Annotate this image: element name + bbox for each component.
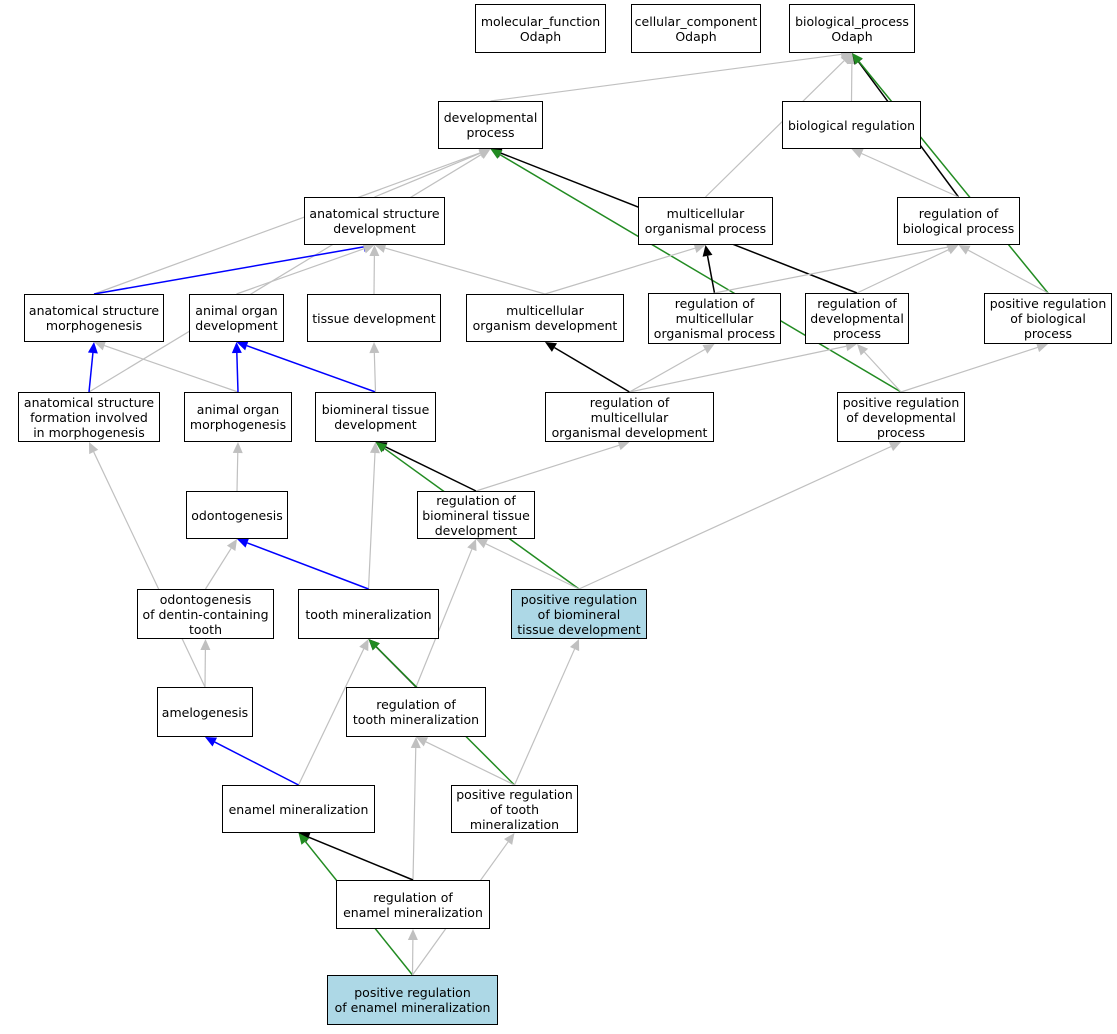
node-enamel-mineralization[interactable]: enamel mineralization xyxy=(222,785,375,833)
edge-prdp-rdp xyxy=(864,352,901,392)
edge-btd-aod xyxy=(247,346,376,392)
node-molecular-function[interactable]: molecular_function Odaph xyxy=(475,4,606,53)
arrowhead-odo-aom xyxy=(233,442,243,453)
node-developmental-process[interactable]: developmental process xyxy=(438,101,543,149)
edge-mod-mop xyxy=(545,248,695,294)
node-animal-organ-morphogenesis[interactable]: animal organ morphogenesis xyxy=(184,392,292,442)
node-cellular-component[interactable]: cellular_component Odaph xyxy=(631,4,761,53)
node-positive-regulation-of-tooth-mineralization[interactable]: positive regulation of tooth mineralizat… xyxy=(451,785,578,833)
node-multicellular-organismal-process[interactable]: multicellular organismal process xyxy=(638,197,773,245)
node-regulation-of-biomineral-tissue-development[interactable]: regulation of biomineral tissue developm… xyxy=(417,491,535,539)
edge-asd-dev xyxy=(375,153,481,197)
arrowhead-rmod-mod xyxy=(545,342,557,352)
edge-aom-asm xyxy=(104,346,238,392)
edge-rmod-rdp xyxy=(630,346,847,392)
edge-rem-rtm xyxy=(413,748,416,880)
node-odontogenesis-of-dentin-containing-tooth[interactable]: odontogenesis of dentin-containing tooth xyxy=(137,589,274,639)
node-positive-regulation-of-developmental-process[interactable]: positive regulation of developmental pro… xyxy=(837,392,965,442)
edge-tm-btd xyxy=(369,453,375,589)
edge-aod-asd xyxy=(237,249,365,294)
edge-em-amel xyxy=(215,742,299,785)
node-anatomical-structure-morphogenesis[interactable]: anatomical structure morphogenesis xyxy=(24,294,164,342)
arrowhead-rmop-mop xyxy=(703,245,713,257)
arrowhead-amel-odc xyxy=(200,639,210,650)
edge-btd-td xyxy=(374,353,375,392)
node-regulation-of-multicellular-organismal-development[interactable]: regulation of multicellular organismal d… xyxy=(545,392,714,442)
arrowhead-tm-odo xyxy=(237,538,249,547)
node-biological-regulation[interactable]: biological regulation xyxy=(782,101,921,149)
arrowhead-asf-dev xyxy=(479,149,491,159)
edge-amel-asf xyxy=(94,452,205,687)
node-odontogenesis[interactable]: odontogenesis xyxy=(186,491,288,539)
edge-rem-em xyxy=(309,837,413,880)
edge-prtm-rtm xyxy=(426,742,515,785)
node-tooth-mineralization[interactable]: tooth mineralization xyxy=(298,589,439,639)
edge-prbp-bp xyxy=(859,62,1048,293)
node-positive-regulation-of-biological-process[interactable]: positive regulation of biological proces… xyxy=(984,293,1112,344)
node-biological-process[interactable]: biological_process Odaph xyxy=(789,4,915,53)
edge-rmod-mod xyxy=(554,348,629,392)
edge-tm-odo xyxy=(247,543,368,589)
node-regulation-of-developmental-process[interactable]: regulation of developmental process xyxy=(805,293,909,344)
node-animal-organ-development[interactable]: animal organ development xyxy=(189,294,284,342)
edge-rbtd-rmod xyxy=(476,445,619,491)
edge-prtm-prbtd xyxy=(515,649,575,785)
arrowhead-odc-odo xyxy=(227,539,237,551)
node-anatomical-structure-formation[interactable]: anatomical structure formation involved … xyxy=(18,392,160,442)
node-positive-regulation-of-biomineral-tissue-development[interactable]: positive regulation of biomineral tissue… xyxy=(511,589,647,639)
node-regulation-of-enamel-mineralization[interactable]: regulation of enamel mineralization xyxy=(336,880,490,929)
edge-prbtd-prdp xyxy=(579,447,891,589)
edge-asm-asd xyxy=(94,247,364,294)
edge-rmod-rmop xyxy=(630,349,705,392)
edge-odc-odo xyxy=(206,548,232,589)
edge-prdp-dev xyxy=(500,155,901,392)
arrowhead-btd-td xyxy=(369,342,379,353)
node-regulation-of-tooth-mineralization[interactable]: regulation of tooth mineralization xyxy=(346,687,486,737)
arrowhead-prdp-dev xyxy=(491,149,503,159)
node-amelogenesis[interactable]: amelogenesis xyxy=(157,687,253,737)
node-multicellular-organism-development[interactable]: multicellular organism development xyxy=(466,294,624,342)
arrowhead-prbp-rbp xyxy=(959,245,971,255)
arrowhead-prem-rem xyxy=(408,929,418,940)
edge-prbp-rbp xyxy=(968,250,1048,293)
edge-dev-bp xyxy=(491,54,842,101)
edge-prbtd-rbtd xyxy=(486,544,579,589)
node-anatomical-structure-development[interactable]: anatomical structure development xyxy=(304,197,445,245)
edge-mod-asd xyxy=(385,248,545,294)
edge-odo-aom xyxy=(237,453,238,491)
arrowhead-rbtd-rmod xyxy=(618,441,630,451)
node-biomineral-tissue-development[interactable]: biomineral tissue development xyxy=(315,392,436,442)
node-regulation-of-multicellular-organismal-process[interactable]: regulation of multicellular organismal p… xyxy=(648,293,781,344)
edge-asf-dev xyxy=(89,155,481,392)
arrowhead-prdp-prbp xyxy=(1036,343,1048,353)
arrowhead-prem-prtm xyxy=(504,833,514,845)
edge-rbp-breg xyxy=(862,154,959,197)
node-regulation-of-biological-process[interactable]: regulation of biological process xyxy=(897,197,1020,245)
node-positive-regulation-of-enamel-mineralization[interactable]: positive regulation of enamel mineraliza… xyxy=(327,975,498,1025)
edge-prdp-prbp xyxy=(901,347,1038,392)
edge-rbtd-btd xyxy=(385,447,476,491)
edge-aom-aod xyxy=(237,353,238,392)
arrowhead-rmod-rmop xyxy=(702,344,714,354)
node-tissue-development[interactable]: tissue development xyxy=(307,294,441,342)
edge-asf-asm xyxy=(89,353,93,392)
edge-rmop-mop xyxy=(708,256,715,293)
edge-rmop-rbp xyxy=(715,247,948,293)
